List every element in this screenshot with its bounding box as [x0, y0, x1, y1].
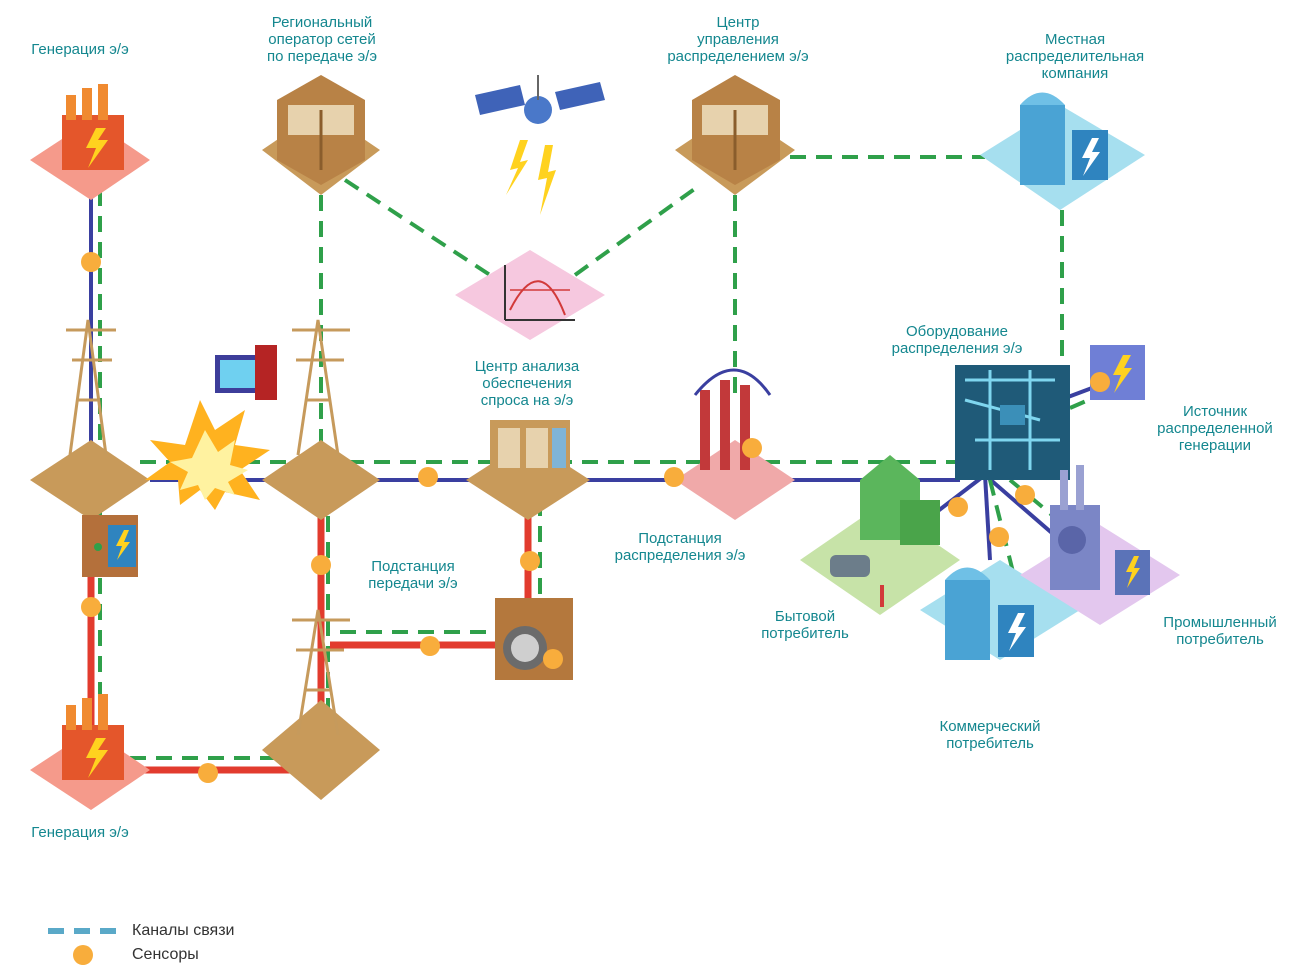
sensor-dot: [520, 551, 540, 571]
sensor-dot: [742, 438, 762, 458]
industrial-factory-icon: [1050, 465, 1150, 595]
sensor-dot: [420, 636, 440, 656]
sensor-dot: [948, 497, 968, 517]
factory-lightning-icon: [62, 694, 124, 780]
sensors: [81, 252, 1110, 783]
label-local-distribution-company: Местная распределительная компания: [1005, 31, 1145, 82]
computer-icon: [215, 345, 277, 400]
sensor-dot: [1015, 485, 1035, 505]
distribution-equipment-icon: [955, 365, 1070, 480]
legend-sensors: Сенсоры: [48, 945, 199, 965]
office-building-lightning-icon: [1020, 92, 1108, 185]
factory-lightning-icon: [62, 84, 124, 170]
sensor-dot: [543, 649, 563, 669]
control-room-icon: [277, 75, 365, 185]
transmission-tower-icon: [292, 609, 350, 736]
sensor-dot: [1090, 372, 1110, 392]
legend-sensors-label: Сенсоры: [132, 946, 199, 963]
sensor-dot: [81, 597, 101, 617]
sensor-dot: [418, 467, 438, 487]
substation-icon: [495, 598, 573, 680]
house-icon: [830, 455, 940, 607]
label-residential-consumer: Бытовой потребитель: [761, 608, 849, 642]
label-distribution-substation: Подстанция распределения э/э: [614, 530, 746, 564]
transmission-tower-icon: [66, 319, 116, 456]
label-industrial-consumer: Промышленный потребитель: [1163, 614, 1277, 648]
sensor-dot: [664, 467, 684, 487]
dashed-line-icon: [48, 928, 118, 934]
control-room-icon: [692, 75, 780, 185]
label-commercial-consumer: Коммерческий потребитель: [939, 718, 1041, 752]
label-distribution-equipment: Оборудование распределения э/э: [891, 323, 1023, 357]
transmission-tower-icon: [292, 319, 350, 456]
label-generation-top: Генерация э/э: [31, 41, 129, 58]
sensor-dot: [989, 527, 1009, 547]
label-demand-analysis-center: Центр анализа обеспечения спроса на э/э: [474, 358, 580, 409]
sensor-dot: [311, 555, 331, 575]
comm-links: [98, 155, 1101, 760]
label-distributed-generation-source: Источник распределенной генерации: [1157, 403, 1273, 454]
substation-icon: [693, 368, 772, 470]
label-transmission-substation: Подстанция передачи э/э: [368, 558, 458, 592]
legend-comm-channels-label: Каналы связи: [132, 922, 235, 939]
chart-diamond-icon: [504, 265, 575, 321]
label-distribution-control-center: Центр управления распределением э/э: [667, 14, 809, 65]
sensor-dot: [198, 763, 218, 783]
transformer-icon: [490, 420, 570, 480]
label-regional-operator: Региональный оператор сетей по передаче …: [266, 14, 378, 65]
label-generation-bottom: Генерация э/э: [31, 824, 129, 841]
storage-unit-icon: [82, 515, 138, 577]
outage-explosion-icon: [145, 400, 270, 510]
office-building-lightning-icon: [945, 567, 1034, 660]
sensor-dot: [81, 252, 101, 272]
legend-comm-channels: Каналы связи: [48, 922, 235, 940]
sensor-dot-icon: [73, 945, 93, 965]
satellite-icon: [475, 75, 605, 215]
